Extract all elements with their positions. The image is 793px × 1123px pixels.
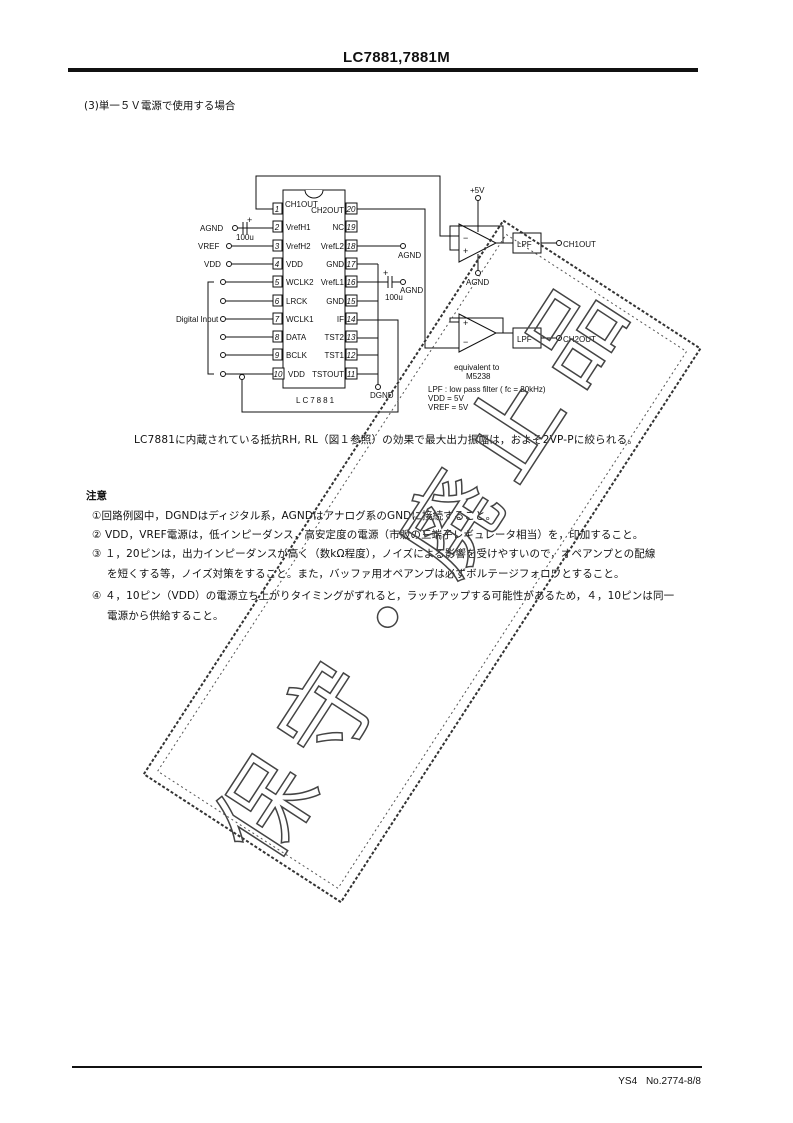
plus-sign: + [247, 215, 252, 225]
pin-label: VrefL1 [321, 278, 345, 287]
pin-num: 17 [347, 260, 356, 269]
pin-num: 10 [274, 370, 283, 379]
top-rule [68, 68, 698, 72]
pin-label: BCLK [286, 351, 308, 360]
digital-input-label: Digital Input [176, 315, 219, 324]
pin-label: VrefH2 [286, 242, 311, 251]
footer-number: No.2774-8/8 [645, 1076, 701, 1087]
pin-num: 18 [347, 242, 356, 251]
pin-label: TST1 [324, 351, 344, 360]
pin-num: 13 [347, 333, 356, 342]
ic-name: LC7881 [296, 396, 336, 405]
page-title: LC7881,7881M [343, 49, 450, 66]
plus-sign: + [463, 246, 468, 256]
plus-sign: + [383, 268, 388, 278]
pin-num: 16 [347, 278, 356, 287]
output-label: CH2OUT [563, 335, 596, 344]
agnd-label: AGND [398, 251, 421, 260]
footer: YS4 No.2774-8/8 [618, 1076, 701, 1087]
supply-label: +5V [470, 186, 485, 195]
notes-heading: 注意 [86, 490, 107, 502]
output-label: CH1OUT [563, 240, 596, 249]
pin-label: IF [337, 315, 344, 324]
pin-num: 11 [347, 370, 355, 379]
plus-sign: + [463, 318, 468, 328]
pin-label: TST2 [324, 333, 344, 342]
lpf-label: LPF [517, 240, 532, 249]
pin-label: VrefL2 [321, 242, 345, 251]
lpf-note: LPF : low pass filter ( fc = 20kHz) [428, 385, 546, 394]
minus-sign: − [463, 337, 468, 347]
agnd-label: AGND [200, 224, 223, 233]
pin-num: 14 [347, 315, 356, 324]
opamp-note: M5238 [466, 372, 491, 381]
pin-num: 7 [275, 315, 280, 324]
pin-num: 4 [275, 260, 280, 269]
pin-num: 3 [275, 242, 280, 251]
vdd-label: VDD [204, 260, 221, 269]
pin-label: VDD [286, 260, 303, 269]
lpf-label: LPF [517, 335, 532, 344]
cap-label: 100u [236, 233, 254, 242]
vref-note: VREF = 5V [428, 403, 469, 412]
pin-num: 12 [347, 351, 356, 360]
pin-num: 8 [275, 333, 280, 342]
pin-label: LRCK [286, 297, 308, 306]
pin-label: VDD [288, 370, 305, 379]
note-item: 電源から供給すること。 [107, 610, 224, 622]
opamp-note: equivalent to [454, 363, 500, 372]
pin-num: 5 [275, 278, 280, 287]
dgnd-label: DGND [370, 391, 394, 400]
agnd-label: AGND [400, 286, 423, 295]
pin-label: TSTOUT [312, 370, 344, 379]
vdd-note: VDD = 5V [428, 394, 464, 403]
note-item: ①回路例図中，DGNDはディジタル系，AGNDはアナログ系のGNDに接続すること… [92, 510, 497, 522]
pin-num: 15 [347, 297, 356, 306]
footer-code: YS4 [618, 1076, 638, 1087]
pin-num: 9 [275, 351, 280, 360]
note-text: LC7881に内蔵されている抵抗RH, RL（図１参照）の効果で最大出力振幅は，… [134, 434, 638, 446]
pin-label: GND [326, 297, 344, 306]
note-item: を短くする等，ノイズ対策をすること。また，バッファ用オペアンプは必ずボルテージフ… [107, 568, 625, 580]
circuit-diagram: 1 2 3 4 5 6 7 8 9 10 20 19 18 17 16 15 1… [176, 175, 596, 413]
pin-label: GND [326, 260, 344, 269]
note-item: ② VDD，VREF電源は，低インピーダンス，高安定度の電源（市販の三端子レギュ… [92, 529, 644, 541]
note-item: ④ ４，10ピン（VDD）の電源立ち上がりタイミングがずれると，ラッチアップする… [92, 590, 675, 602]
pin-label: DATA [286, 333, 307, 342]
pin-num: 6 [275, 297, 280, 306]
pin-label: NC [332, 223, 344, 232]
note-item: ③ １，20ピンは，出力インピーダンスが高く（数kΩ程度），ノイズによる影響を受… [92, 548, 656, 560]
cap-label: 100u [385, 293, 403, 302]
pin-num: 20 [346, 205, 356, 214]
pin-num: 1 [275, 205, 279, 214]
minus-sign: − [463, 233, 468, 243]
agnd-label: AGND [466, 278, 489, 287]
pin-label: WCLK1 [286, 315, 314, 324]
pin-label: WCLK2 [286, 278, 314, 287]
pin-num: 19 [347, 223, 356, 232]
pin-label: CH2OUT [311, 206, 344, 215]
vref-label: VREF [198, 242, 219, 251]
bottom-rule [72, 1066, 702, 1068]
section-title: (3)単一５Ｖ電源で使用する場合 [84, 100, 236, 112]
pin-label: VrefH1 [286, 223, 311, 232]
pin-label: CH1OUT [285, 200, 318, 209]
pin-num: 2 [274, 223, 280, 232]
